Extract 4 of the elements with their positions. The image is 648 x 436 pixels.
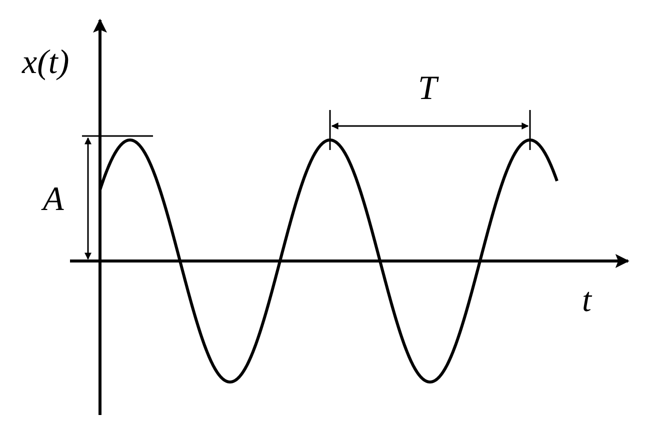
dimension-label: T: [418, 72, 437, 106]
axis-label: x(t): [22, 46, 70, 80]
axis-label: t: [582, 284, 592, 318]
dimension-label: A: [43, 183, 64, 217]
